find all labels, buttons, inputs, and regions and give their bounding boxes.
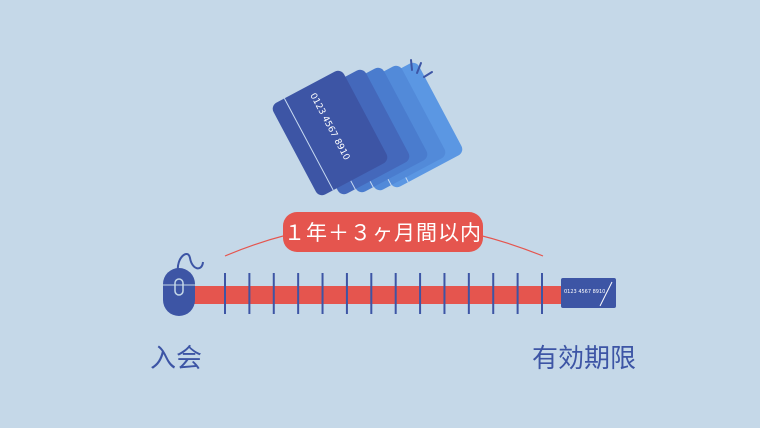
timeline-ticks: [224, 273, 543, 314]
credit-card-stack: [272, 59, 463, 196]
mouse-icon: [163, 253, 204, 316]
start-label: 入会: [150, 344, 203, 374]
timeline-bar: [190, 286, 565, 304]
end-card-number: 0123 4567 8910: [564, 289, 605, 295]
sparkle-icon: [410, 59, 433, 78]
credit-card-icon: [561, 278, 616, 308]
end-label: 有効期限: [532, 344, 637, 374]
period-badge: １年＋３ヶ月間以内: [283, 212, 483, 252]
